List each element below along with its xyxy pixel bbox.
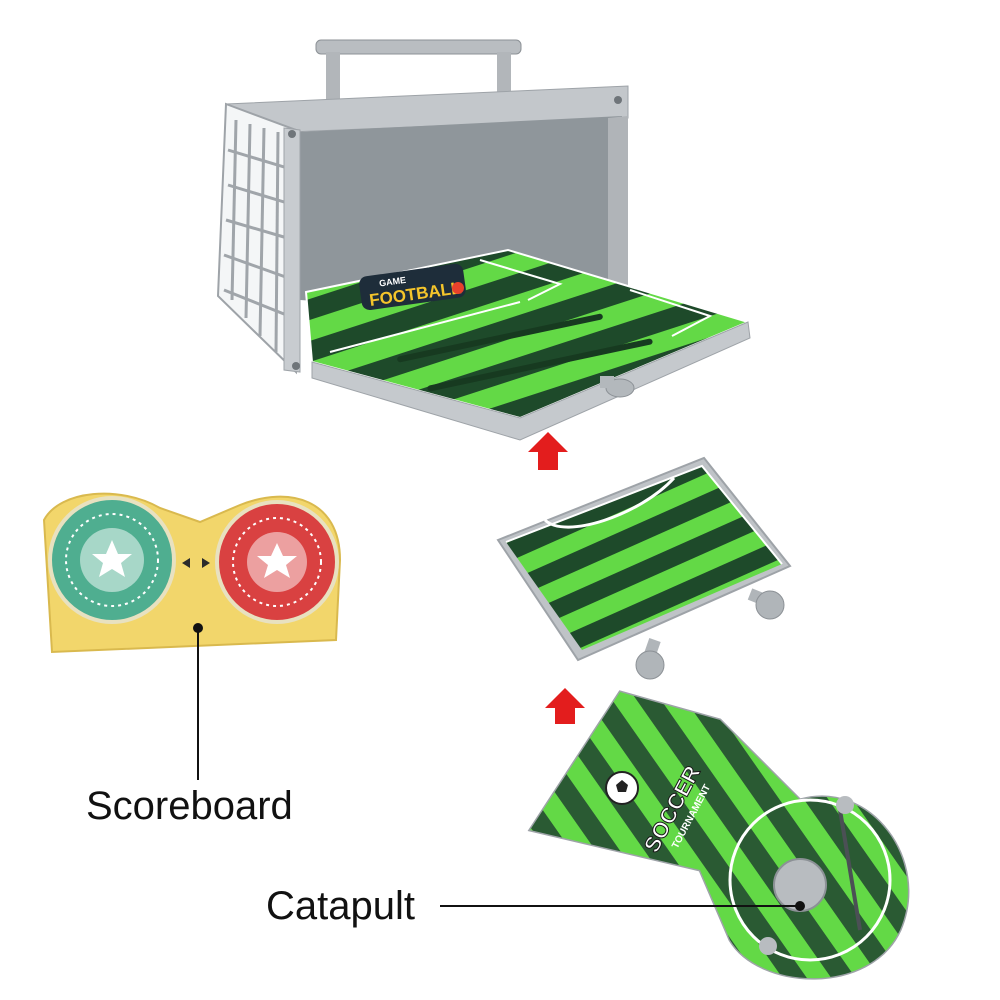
catapult-label: Catapult	[266, 884, 415, 928]
goal-net	[223, 119, 295, 353]
catapult-leader	[440, 901, 805, 911]
red-up-arrow-icon	[545, 688, 585, 724]
score-dial-green	[48, 496, 176, 624]
scoreboard	[42, 492, 342, 654]
left-right-arrows-icon	[182, 558, 210, 568]
game-box: GAME FOOTBALL	[216, 39, 751, 441]
scoreboard-leader	[193, 623, 203, 780]
red-up-arrow-icon	[528, 432, 568, 470]
field-board	[496, 456, 792, 680]
box-logo-top-text: GAME	[379, 275, 407, 289]
scoreboard-label: Scoreboard	[86, 784, 293, 828]
score-dial-red	[215, 500, 339, 624]
